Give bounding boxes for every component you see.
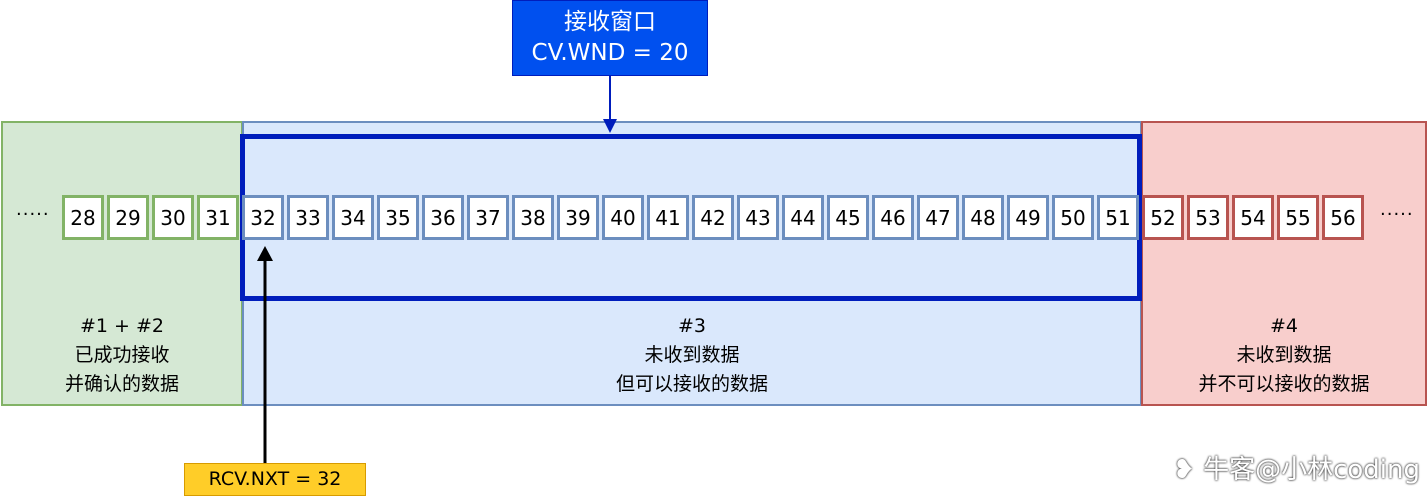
receive-window-size: CV.WND = 20 bbox=[531, 40, 689, 66]
seq-cell-36: 36 bbox=[422, 195, 464, 240]
seq-cell-41: 41 bbox=[647, 195, 689, 240]
rcv-nxt-label: RCV.NXT = 32 bbox=[184, 463, 366, 496]
seq-cell-37: 37 bbox=[467, 195, 509, 240]
region-label-line: 未收到数据 bbox=[644, 344, 740, 366]
seq-cell-30: 30 bbox=[152, 195, 194, 240]
region-label-line: #4 bbox=[1269, 315, 1298, 337]
seq-cell-32: 32 bbox=[242, 195, 284, 240]
seq-cell-46: 46 bbox=[872, 195, 914, 240]
region-not-receivable bbox=[1141, 121, 1427, 406]
region-label-line: 未收到数据 bbox=[1236, 344, 1332, 366]
seq-cell-29: 29 bbox=[107, 195, 149, 240]
chat-icon: ❥︎ bbox=[1173, 455, 1195, 485]
receive-window-label: 接收窗口 CV.WND = 20 bbox=[512, 0, 708, 76]
seq-cell-35: 35 bbox=[377, 195, 419, 240]
seq-cell-55: 55 bbox=[1277, 195, 1319, 240]
seq-cell-56: 56 bbox=[1322, 195, 1364, 240]
seq-cell-44: 44 bbox=[782, 195, 824, 240]
seq-cell-39: 39 bbox=[557, 195, 599, 240]
region-receivable bbox=[242, 121, 1142, 406]
sequence-cells: 28 29 30 31 32 33 34 35 36 37 38 39 40 4… bbox=[62, 195, 1367, 240]
watermark-text: 牛客@小林coding bbox=[1203, 455, 1420, 485]
region-label-line: 但可以接收的数据 bbox=[615, 373, 768, 395]
right-ellipsis: ····· bbox=[1380, 204, 1414, 225]
seq-cell-49: 49 bbox=[1007, 195, 1049, 240]
left-ellipsis: ····· bbox=[16, 204, 50, 225]
seq-cell-53: 53 bbox=[1187, 195, 1229, 240]
seq-cell-43: 43 bbox=[737, 195, 779, 240]
seq-cell-54: 54 bbox=[1232, 195, 1274, 240]
seq-cell-31: 31 bbox=[197, 195, 239, 240]
window-arrow bbox=[603, 76, 617, 133]
seq-cell-38: 38 bbox=[512, 195, 554, 240]
seq-cell-48: 48 bbox=[962, 195, 1004, 240]
watermark: ❥︎ 牛客@小林coding bbox=[1173, 449, 1420, 486]
region-label-line: 并确认的数据 bbox=[64, 373, 179, 395]
rcv-nxt-arrow bbox=[257, 246, 273, 463]
region-label-line: 已成功接收 bbox=[74, 344, 170, 366]
region-received-acked bbox=[1, 121, 243, 406]
seq-cell-45: 45 bbox=[827, 195, 869, 240]
seq-cell-40: 40 bbox=[602, 195, 644, 240]
seq-cell-34: 34 bbox=[332, 195, 374, 240]
seq-cell-42: 42 bbox=[692, 195, 734, 240]
seq-cell-33: 33 bbox=[287, 195, 329, 240]
receive-window-title: 接收窗口 bbox=[564, 9, 656, 35]
region-label-not-receivable: #4 未收到数据 并不可以接收的数据 bbox=[1141, 312, 1427, 399]
seq-cell-28: 28 bbox=[62, 195, 104, 240]
seq-cell-52: 52 bbox=[1142, 195, 1184, 240]
seq-cell-47: 47 bbox=[917, 195, 959, 240]
seq-cell-50: 50 bbox=[1052, 195, 1094, 240]
region-label-received: #1 + #2 已成功接收 并确认的数据 bbox=[1, 312, 243, 399]
region-label-line: #1 + #2 bbox=[79, 315, 164, 337]
region-label-line: #3 bbox=[677, 315, 706, 337]
region-label-receivable: #3 未收到数据 但可以接收的数据 bbox=[242, 312, 1142, 399]
region-label-line: 并不可以接收的数据 bbox=[1198, 373, 1370, 395]
seq-cell-51: 51 bbox=[1097, 195, 1139, 240]
